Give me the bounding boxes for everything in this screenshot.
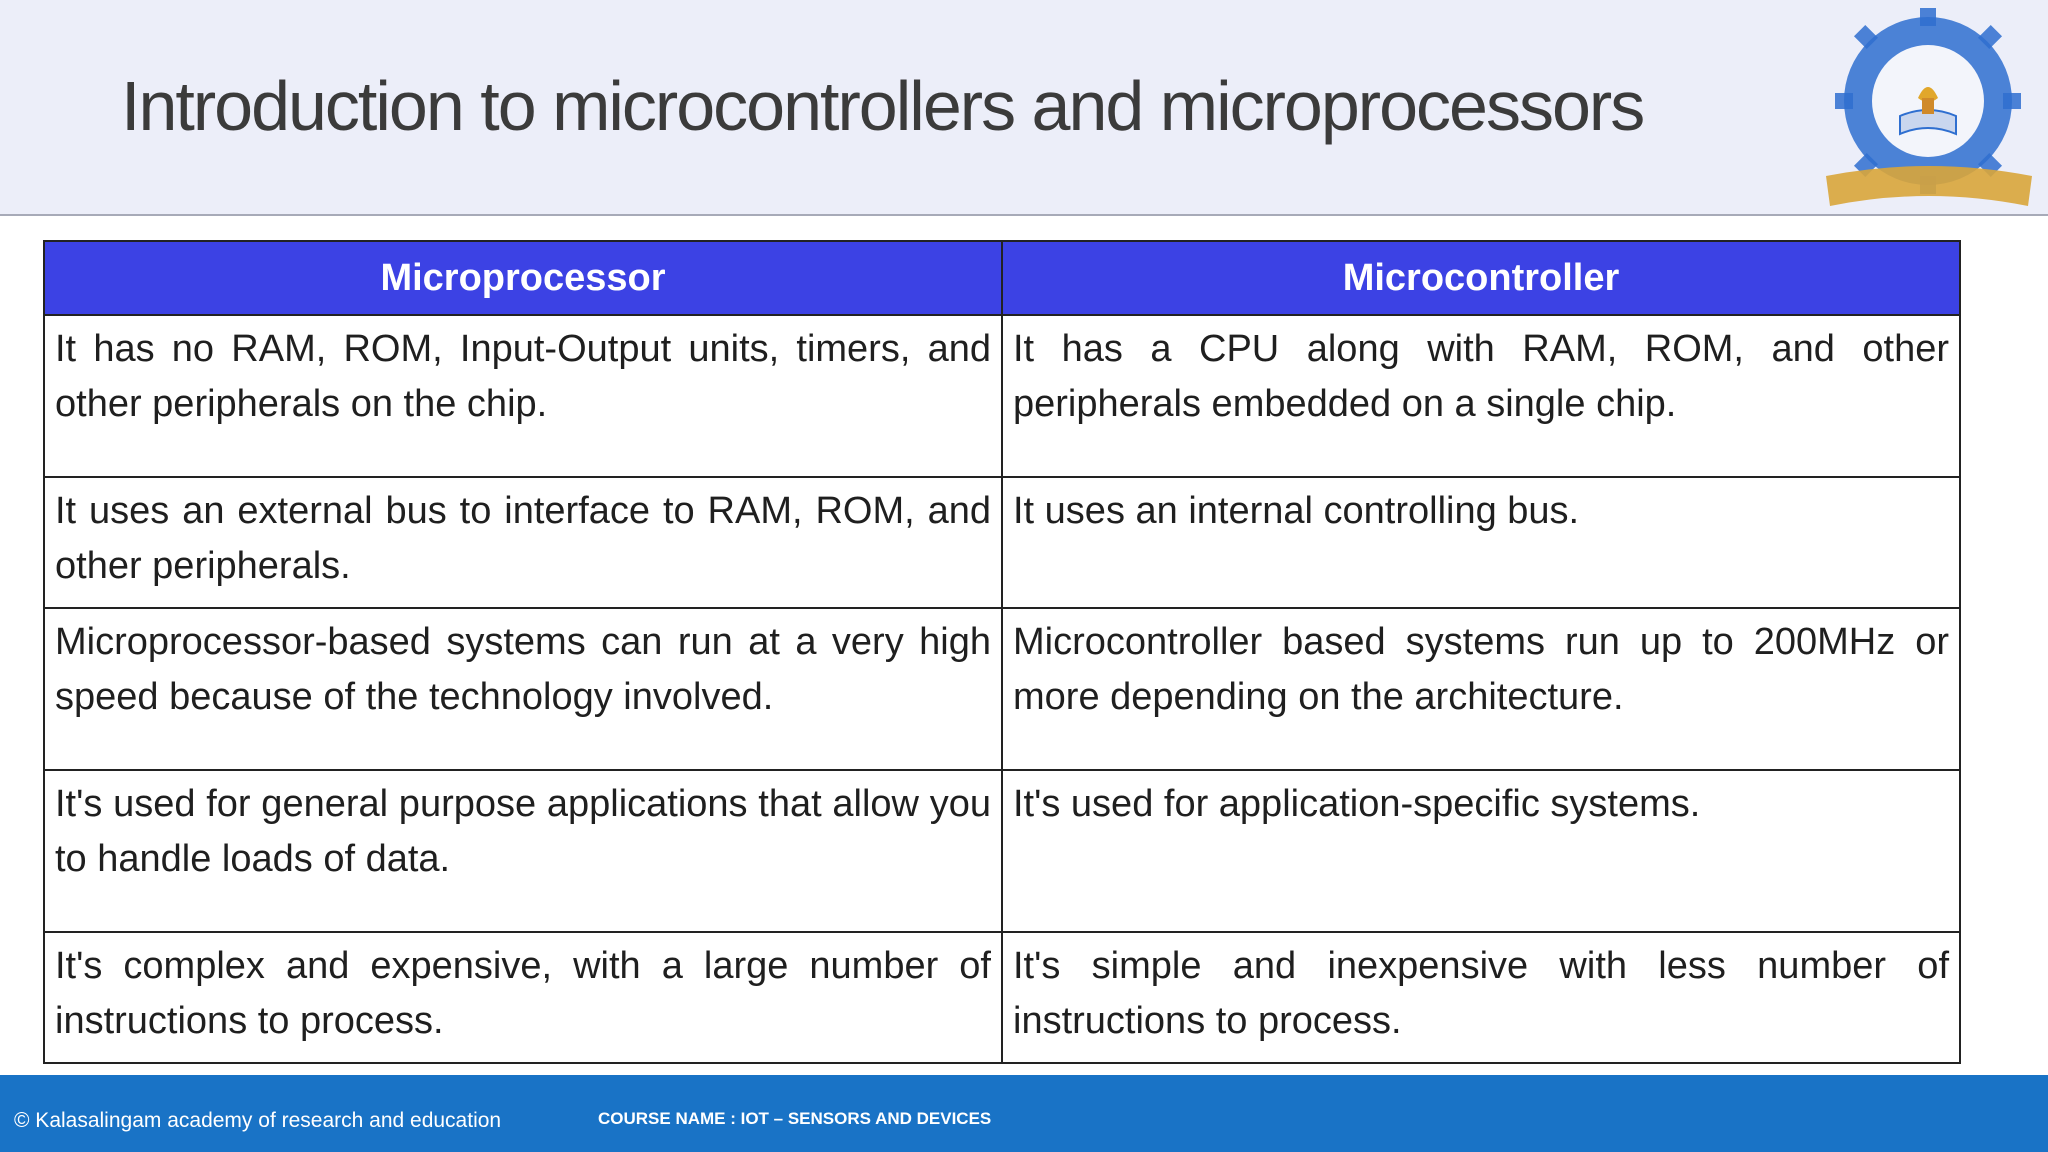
slide-header: Introduction to microcontrollers and mic…	[0, 0, 2048, 216]
table-cell: It's complex and expensive, with a large…	[43, 931, 1003, 1064]
table-cell: It has a CPU along with RAM, ROM, and ot…	[1001, 314, 1961, 478]
table-cell: It has no RAM, ROM, Input-Output units, …	[43, 314, 1003, 478]
table-row: It's complex and expensive, with a large…	[43, 931, 1961, 1064]
column-header-microcontroller: Microcontroller	[1001, 240, 1961, 316]
comparison-table: Microprocessor Microcontroller It has no…	[43, 240, 1961, 1064]
table-header-row: Microprocessor Microcontroller	[43, 240, 1961, 316]
table-cell: Microprocessor-based systems can run at …	[43, 607, 1003, 771]
institution-emblem-icon	[1826, 8, 2032, 206]
table-cell: It's simple and inexpensive with less nu…	[1001, 931, 1961, 1064]
copyright-text: © Kalasalingam academy of research and e…	[14, 1109, 502, 1132]
course-name: COURSE NAME : IOT – SENSORS AND DEVICES	[598, 1109, 992, 1128]
table-row: Microprocessor-based systems can run at …	[43, 607, 1961, 771]
slide-footer: © Kalasalingam academy of research and e…	[0, 1075, 2048, 1152]
table-row: It's used for general purpose applicatio…	[43, 769, 1961, 933]
table-cell: It's used for general purpose applicatio…	[43, 769, 1003, 933]
table-cell: It uses an external bus to interface to …	[43, 476, 1003, 609]
table-cell: It's used for application-specific syste…	[1001, 769, 1961, 933]
table-cell: Microcontroller based systems run up to …	[1001, 607, 1961, 771]
table-cell: It uses an internal controlling bus.	[1001, 476, 1961, 609]
table-row: It has no RAM, ROM, Input-Output units, …	[43, 314, 1961, 478]
column-header-microprocessor: Microprocessor	[43, 240, 1003, 316]
slide-title: Introduction to microcontrollers and mic…	[121, 67, 1645, 145]
table-row: It uses an external bus to interface to …	[43, 476, 1961, 609]
